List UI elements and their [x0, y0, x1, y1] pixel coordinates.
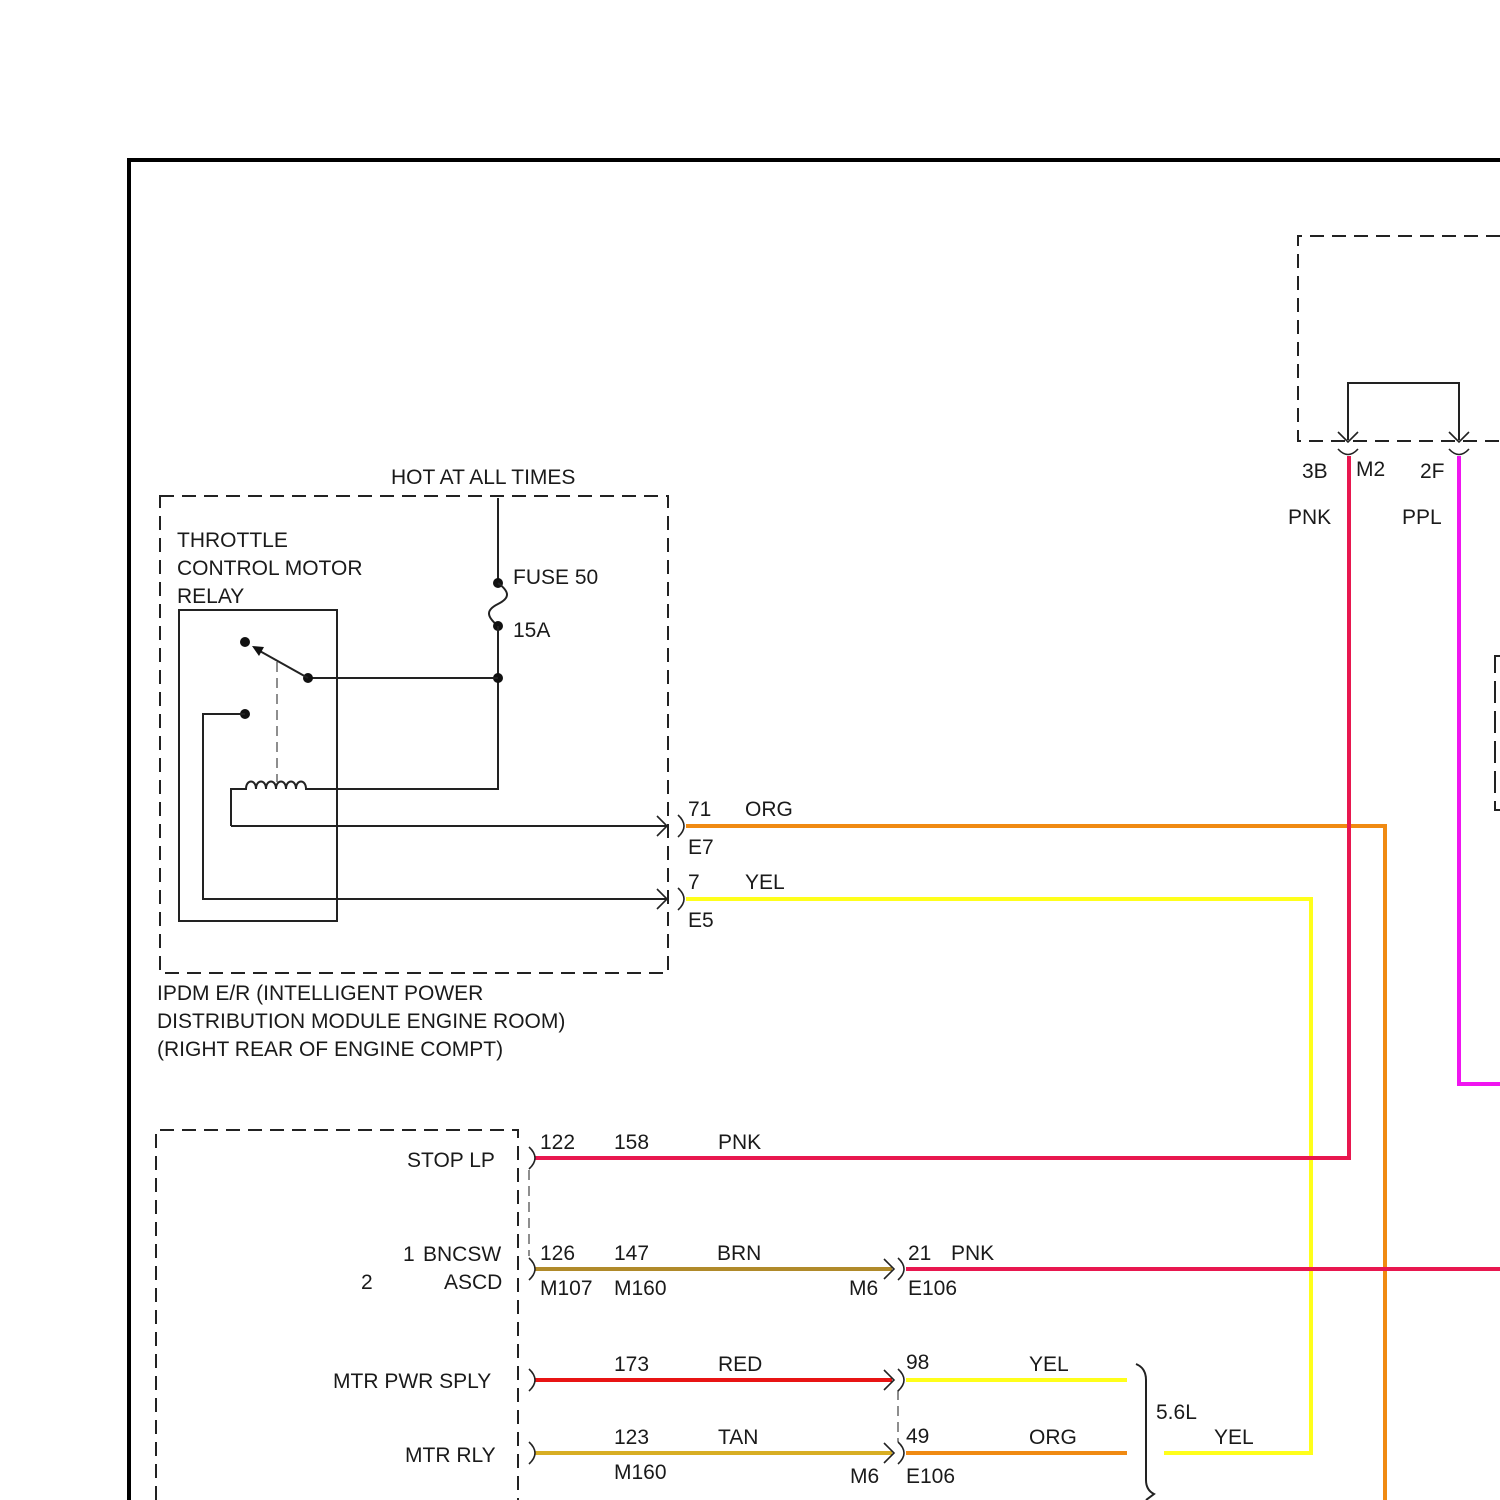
connector-mtr-rly — [529, 1442, 535, 1464]
module-label-line-3: (RIGHT REAR OF ENGINE COMPT) — [157, 1038, 503, 1061]
wire-color-yel-98: YEL — [1029, 1353, 1069, 1376]
wire-color-pnk-stop: PNK — [718, 1131, 761, 1154]
fuse-rating-label: 15A — [513, 619, 550, 642]
pin-71-label: 71 — [688, 798, 711, 821]
wire-ppl-2f — [1459, 456, 1500, 1084]
partial-component-right — [1495, 656, 1500, 810]
pin-3b-label: 3B — [1302, 460, 1328, 483]
connector-e106-label-2: E106 — [906, 1465, 955, 1488]
switch-contact-open — [240, 637, 250, 647]
pin-21-label: 21 — [908, 1242, 931, 1265]
module-label-line-2: DISTRIBUTION MODULE ENGINE ROOM) — [157, 1010, 565, 1033]
pin-7-label: 7 — [688, 871, 700, 894]
connector-m160-label-2: M160 — [614, 1461, 667, 1484]
connector-m6-label: M6 — [849, 1277, 878, 1300]
wire-color-org-71: ORG — [745, 798, 793, 821]
circuit-147-label: 147 — [614, 1242, 649, 1265]
connector-e106-label: E106 — [908, 1277, 957, 1300]
module-label-line-1: IPDM E/R (INTELLIGENT POWER — [157, 982, 483, 1005]
fuse-50-icon — [489, 583, 507, 626]
pin-126-label: 126 — [540, 1242, 575, 1265]
fuse-output-wire — [307, 626, 498, 789]
hot-at-all-times-label: HOT AT ALL TIMES — [391, 466, 575, 489]
ascd-label: ASCD — [444, 1271, 502, 1294]
top-right-jumper — [1348, 383, 1459, 440]
connector-m6-label-2: M6 — [850, 1465, 879, 1488]
connector-pin-126 — [529, 1258, 535, 1280]
connector-e5-label: E5 — [688, 909, 714, 932]
wire-color-pnk-21: PNK — [951, 1242, 994, 1265]
switch-wire-to-e5 — [203, 714, 667, 899]
engine-variant-bracket — [1136, 1364, 1154, 1500]
wire-color-yel-7: YEL — [745, 871, 785, 894]
connector-m2-label: M2 — [1356, 458, 1385, 481]
pin-122-label: 122 — [540, 1131, 575, 1154]
connector-e7-label: E7 — [688, 836, 714, 859]
top-right-module-border — [1298, 236, 1500, 441]
wire-org-71 — [686, 826, 1385, 1500]
bncsw-label: BNCSW — [423, 1243, 501, 1266]
relay-label-line-2: CONTROL MOTOR — [177, 557, 363, 580]
diagram-frame — [129, 160, 1500, 1500]
connector-m160-label: M160 — [614, 1277, 667, 1300]
wire-color-brn: BRN — [717, 1242, 761, 1265]
circuit-123-label: 123 — [614, 1426, 649, 1449]
relay-label-line-1: THROTTLE — [177, 529, 288, 552]
fuse-name-label: FUSE 50 — [513, 566, 598, 589]
relay-coil-icon — [231, 782, 307, 827]
wire-color-yel-engine: YEL — [1214, 1426, 1254, 1449]
wire-color-red: RED — [718, 1353, 762, 1376]
wire-color-pnk-top: PNK — [1288, 506, 1331, 529]
mtr-rly-label: MTR RLY — [405, 1444, 496, 1467]
wire-yel-7 — [686, 899, 1311, 1453]
wire-pnk-stop-lp — [535, 456, 1349, 1158]
pin-98-label: 98 — [906, 1351, 929, 1374]
relay-label-line-3: RELAY — [177, 585, 244, 608]
bncsw-number: 1 — [403, 1243, 415, 1266]
stop-lp-label: STOP LP — [407, 1149, 495, 1172]
wire-color-tan: TAN — [718, 1426, 758, 1449]
connector-pin-122 — [529, 1147, 535, 1169]
connector-mtr-pwr — [529, 1369, 535, 1391]
switch-arm-arrowhead — [252, 646, 264, 656]
switch-arm-icon — [258, 650, 308, 678]
mtr-pwr-sply-label: MTR PWR SPLY — [333, 1370, 491, 1393]
wire-color-ppl-top: PPL — [1402, 506, 1442, 529]
engine-variant-label: 5.6L — [1156, 1401, 1197, 1424]
circuit-158-label: 158 — [614, 1131, 649, 1154]
circuit-173-label: 173 — [614, 1353, 649, 1376]
pin-2f-label: 2F — [1420, 460, 1445, 483]
ascd-number: 2 — [361, 1271, 373, 1294]
wire-color-org-49: ORG — [1029, 1426, 1077, 1449]
connector-m107-label: M107 — [540, 1277, 593, 1300]
pin-49-label: 49 — [906, 1425, 929, 1448]
